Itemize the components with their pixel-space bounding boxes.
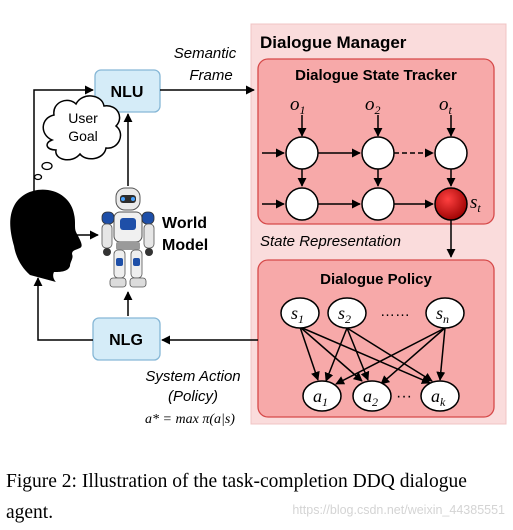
user-head-silhouette-icon [10,189,82,282]
policy-state-sn-label: sn [436,303,449,326]
action-node-ak [420,380,460,412]
world-model-label-2: Model [162,237,208,254]
observation-ot: ot [439,94,453,117]
user-to-nlu-arrow [33,85,94,195]
humanoid-robot-icon [101,187,155,288]
system-action-policy-label: (Policy) [168,388,218,405]
nlg-box [92,317,161,361]
user-goal-label-2: Goal [68,128,98,144]
action-node-ak-label: ak [431,386,446,409]
tracker-node-bottom-1 [285,187,319,221]
nlu-label: NLU [111,84,144,101]
action-node-a1 [302,380,342,412]
thought-cloud-icon [33,95,122,181]
policy-state-dots: …… [380,303,410,320]
policy-state-sn [425,297,465,329]
state-node-st [434,187,468,221]
watermark: https://blog.csdn.net/weixin_44385551 [292,503,505,517]
policy-edges [299,326,446,385]
action-node-a2-label: a2 [363,386,378,409]
policy-state-s2 [327,297,367,329]
dialogue-policy-title: Dialogue Policy [320,271,432,288]
state-representation-label: State Representation [260,233,401,250]
tracker-node-top-2 [361,136,395,170]
system-action-formula: a* = max π(a|s) [145,412,235,427]
state-label-st: st [470,192,481,215]
observation-o2: o2 [365,94,381,117]
nlg-to-user-arrow [33,277,93,341]
tracker-node-bottom-2 [361,187,395,221]
tracker-node-top-3 [434,136,468,170]
user-goal-label-1: User [68,110,98,126]
tracker-node-top-1 [285,136,319,170]
policy-state-s1-label: s1 [291,303,304,326]
state-tracker-title: Dialogue State Tracker [295,67,457,84]
semantic-frame-label-2: Frame [189,67,232,84]
policy-state-s1 [280,297,320,329]
policy-state-s2-label: s2 [338,303,351,326]
world-model-label-1: World [162,215,207,232]
action-dots: ··· [396,388,412,405]
figure-caption: Figure 2: Illustration of the task-compl… [6,471,467,523]
semantic-frame-label-1: Semantic [174,45,237,62]
action-node-a1-label: a1 [313,386,328,409]
dialogue-manager-title: Dialogue Manager [260,33,407,52]
nlu-box [94,69,161,113]
system-action-label: System Action [145,368,240,385]
observation-o1: o1 [290,94,306,117]
nlg-label: NLG [109,332,143,349]
action-node-a2 [352,380,392,412]
